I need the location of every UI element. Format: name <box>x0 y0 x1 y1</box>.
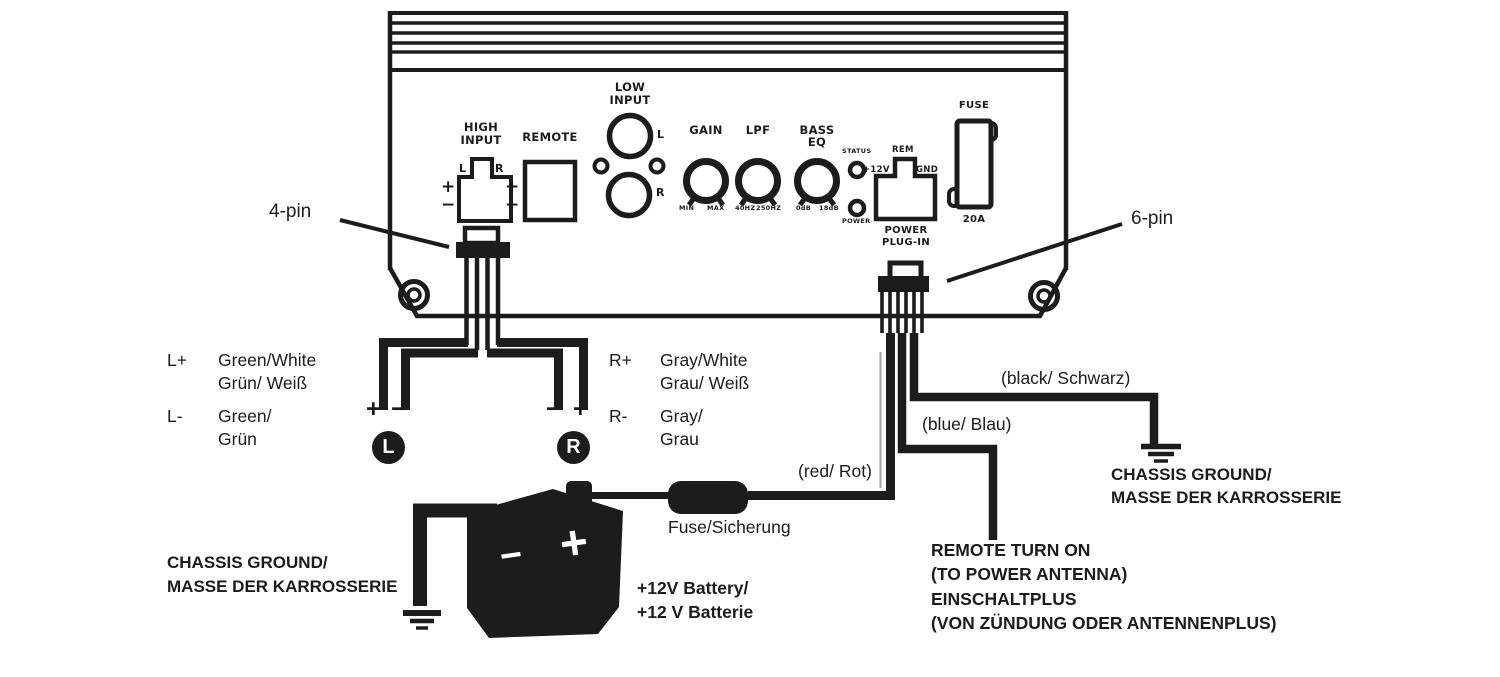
power-plug-caption-line1: POWER <box>884 225 928 236</box>
status-led-label: STATUS <box>842 147 872 155</box>
fuse-rating-label: 20A <box>962 214 986 225</box>
r-plus-color-de: Grau/ Weiß <box>660 373 750 393</box>
remote-note-line4: (VON ZÜNDUNG ODER ANTENNENPLUS) <box>931 613 1277 633</box>
high-input-r-label: R <box>495 162 504 175</box>
black-ground-wire <box>909 333 1159 444</box>
bass-eq-label-line2: EQ <box>807 135 827 149</box>
inline-fuse-label: Fuse/Sicherung <box>668 517 791 537</box>
bass-min-tick: 0dB <box>796 204 812 212</box>
six-pin-pointer-line <box>946 222 1123 283</box>
speaker-wires <box>379 338 588 410</box>
battery-label-line2: +12 V Batterie <box>637 602 754 622</box>
left-terminal-plus-sign: + <box>366 395 381 423</box>
red-power-wire <box>748 333 895 500</box>
fuse-holder-label: FUSE <box>958 100 990 111</box>
right-chassis-ground-line2: MASSE DER KARROSSERIE <box>1111 488 1342 507</box>
ground-symbol-left <box>403 610 441 630</box>
lpf-max-tick: 250HZ <box>756 204 782 212</box>
bass-max-tick: 18dB <box>819 204 839 212</box>
remote-note-line2: (TO POWER ANTENNA) <box>931 564 1128 584</box>
remote-note-line1: REMOTE TURN ON <box>931 540 1091 560</box>
remote-note-line3: EINSCHALTPLUS <box>931 589 1077 609</box>
l-minus-label: L- <box>167 406 183 426</box>
bass-eq-knob <box>794 158 840 207</box>
gain-knob <box>683 158 729 207</box>
status-led <box>847 160 867 180</box>
left-chassis-ground-line2: MASSE DER KARROSSERIE <box>167 577 398 596</box>
inline-fuse <box>668 481 748 514</box>
four-pin-pointer-line <box>339 218 450 249</box>
battery-ground-cable <box>413 503 497 606</box>
remote-socket <box>522 159 578 223</box>
low-input-jacks <box>592 112 666 219</box>
right-terminal-plus-sign: + <box>573 395 588 423</box>
high-input-right-minus: − <box>505 195 520 215</box>
gain-label: GAIN <box>689 123 723 137</box>
r-minus-label: R- <box>609 406 628 426</box>
battery-illustration <box>467 481 623 638</box>
r-plus-color-en: Gray/White <box>660 350 748 370</box>
screw-hole-left <box>398 279 430 311</box>
lpf-min-tick: 40HZ <box>735 204 756 212</box>
r-plus-label: R+ <box>609 350 632 370</box>
power-led-label: POWER <box>842 217 871 225</box>
bass-eq-label-line1: BASS <box>799 123 835 137</box>
high-input-l-label: L <box>459 162 467 175</box>
amp-heatsink-fins <box>390 11 1066 54</box>
lpf-label: LPF <box>745 123 771 137</box>
left-terminal-minus-sign: − <box>391 395 406 423</box>
high-input-connector <box>457 157 513 223</box>
plus12v-pin-label: +12V <box>863 165 890 175</box>
gain-min-tick: MIN <box>679 204 695 212</box>
fuse-holder <box>947 118 998 210</box>
ground-symbol-right <box>1141 443 1181 463</box>
high-input-left-minus: − <box>441 195 456 215</box>
remote-label: REMOTE <box>522 130 578 144</box>
four-pin-callout: 4-pin <box>269 201 312 222</box>
right-speaker-terminal: R <box>557 431 590 464</box>
power-plug-caption-line2: PLUG-IN <box>881 237 930 248</box>
black-wire-label: (black/ Schwarz) <box>1001 368 1131 388</box>
high-input-label-line1: HIGH <box>463 120 499 134</box>
right-chassis-ground-line1: CHASSIS GROUND/ <box>1111 465 1272 484</box>
l-plus-color-en: Green/White <box>218 350 317 370</box>
left-chassis-ground-line1: CHASSIS GROUND/ <box>167 553 328 572</box>
low-input-l-label: L <box>657 128 665 141</box>
high-input-right-plus: + <box>505 177 520 197</box>
gnd-pin-label: GND <box>916 165 939 175</box>
right-terminal-minus-sign: − <box>546 395 561 423</box>
high-input-label-line2: INPUT <box>460 133 502 147</box>
l-plus-label: L+ <box>167 350 187 370</box>
speaker-plug-4pin <box>456 225 510 350</box>
left-speaker-terminal: L <box>372 431 405 464</box>
l-minus-color-de: Grün <box>218 429 257 449</box>
six-pin-callout: 6-pin <box>1131 208 1174 229</box>
power-led <box>847 198 867 218</box>
rem-pin-label: REM <box>892 145 914 155</box>
low-input-label-line2: INPUT <box>609 93 651 107</box>
lpf-knob <box>735 158 781 207</box>
power-plug-6pin <box>878 260 929 333</box>
blue-wire-label: (blue/ Blau) <box>922 414 1012 434</box>
battery-label-line1: +12V Battery/ <box>637 578 749 598</box>
blue-remote-wire <box>897 333 998 540</box>
low-input-r-label: R <box>656 186 665 199</box>
low-input-label-line1: LOW <box>614 80 646 94</box>
l-minus-color-en: Green/ <box>218 406 272 426</box>
screw-hole-right <box>1028 280 1060 312</box>
r-minus-color-de: Grau <box>660 429 699 449</box>
red-wire-label: (red/ Rot) <box>798 461 872 481</box>
gain-max-tick: MAX <box>707 204 725 212</box>
r-minus-color-en: Gray/ <box>660 406 703 426</box>
l-plus-color-de: Grün/ Weiß <box>218 373 308 393</box>
amp-panel-outline <box>387 11 1069 319</box>
power-plug-socket <box>873 156 938 222</box>
high-input-left-plus: + <box>441 177 456 197</box>
